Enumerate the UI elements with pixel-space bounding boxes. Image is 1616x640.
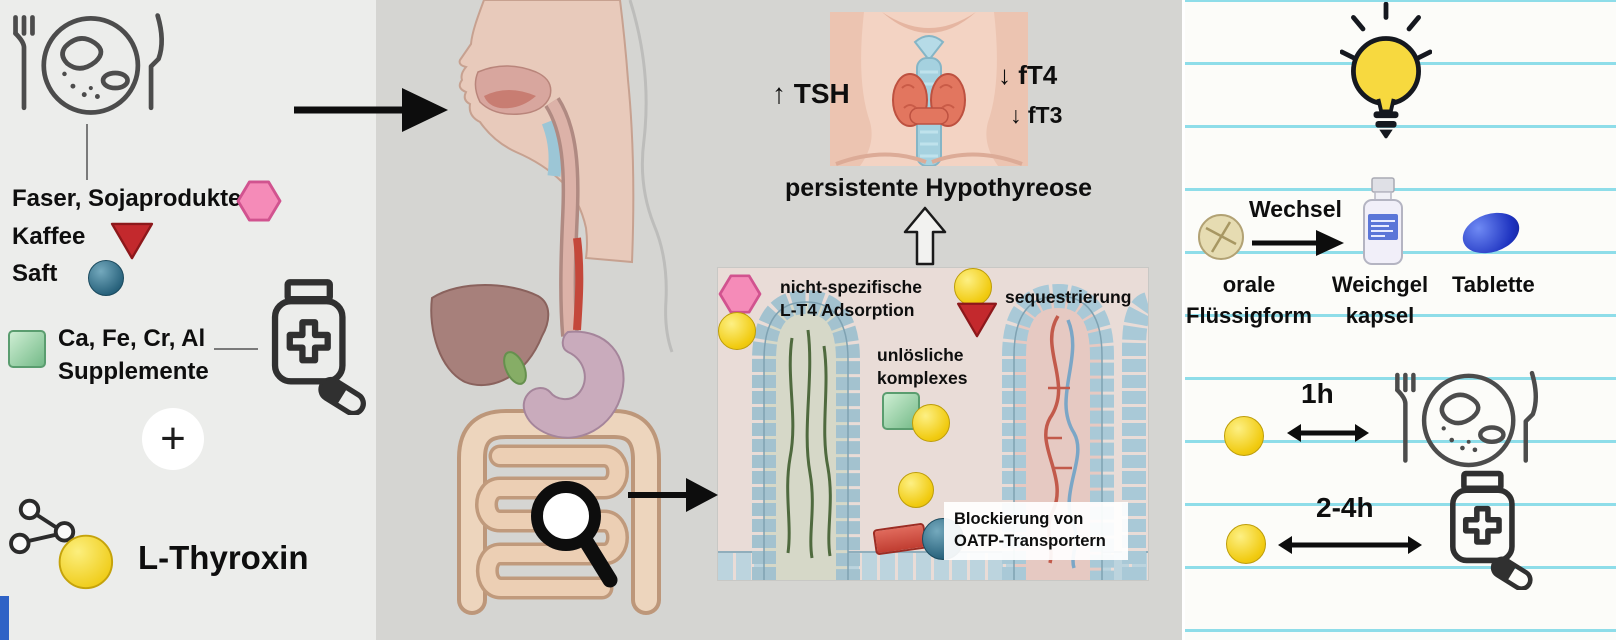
spacing-arrow-icon xyxy=(1278,536,1422,554)
drug-name: L-Thyroxin xyxy=(138,539,309,576)
interval-food-label: 1h xyxy=(1301,378,1334,409)
lt4-token xyxy=(718,312,756,350)
form-softgel-label: Weichgel kapsel xyxy=(1331,272,1429,328)
food-plate-icon xyxy=(1390,366,1542,473)
fiber-soy-hexagon-token xyxy=(236,180,282,222)
spacing-arrow-icon xyxy=(1287,424,1369,442)
adsorption-label: nicht-spezifische L-T4 Adsorption xyxy=(780,277,922,321)
oatp-block-label: Blockierung von OATP-Transportern xyxy=(944,502,1128,560)
corner-accent xyxy=(0,596,9,640)
lightbulb-icon xyxy=(1340,2,1432,146)
diagnosis-label: persistente Hypothyreose xyxy=(785,174,1093,202)
food-plate-icon xyxy=(8,8,168,121)
tsh-value: ↑ TSH xyxy=(772,78,850,109)
lt4-token xyxy=(898,472,934,508)
food-item-label: Saft xyxy=(12,260,58,287)
lt4-token xyxy=(1226,524,1266,564)
connector-line xyxy=(86,124,88,180)
flow-arrow-icon xyxy=(294,88,448,132)
sequestration-label: sequestrierung xyxy=(1005,287,1132,307)
thyroxin-molecule-icon xyxy=(8,492,120,594)
form-tablet-label: Tablette xyxy=(1452,272,1535,297)
up-arrow-icon xyxy=(903,206,947,266)
supplements-label: Ca, Fe, Cr, Al Supplemente xyxy=(58,325,209,386)
scored-tablet-icon xyxy=(1198,214,1244,260)
interval-supplements-label: 2-4h xyxy=(1316,492,1374,523)
ft4-value: ↓ fT4 xyxy=(998,60,1058,90)
supplement-square-token xyxy=(8,330,46,368)
connector-line xyxy=(214,348,258,350)
sequestration-triangle-token xyxy=(956,302,998,338)
switch-arrow-icon xyxy=(1252,230,1344,256)
juice-circle-token xyxy=(88,260,124,296)
liquid-bottle-icon xyxy=(1363,177,1403,265)
food-item-label: Faser, Sojaprodukte xyxy=(12,185,242,212)
lt4-token xyxy=(954,268,992,306)
villi-inset: nicht-spezifische L-T4 Adsorption seques… xyxy=(718,268,1148,580)
form-liquid-label: orale Flüssigform xyxy=(1186,272,1312,328)
pill-bottle-icon xyxy=(256,276,372,415)
complex-square-token xyxy=(882,392,920,430)
magnify-arrow-icon xyxy=(628,478,718,512)
magnifier-icon xyxy=(526,476,626,588)
food-item-label: Kaffee xyxy=(12,223,86,250)
lt4-token xyxy=(1224,416,1264,456)
coffee-triangle-token xyxy=(110,222,154,260)
neck-thyroid-illustration xyxy=(830,12,1028,166)
complexes-label: unlösliche komplexes xyxy=(877,345,968,389)
switch-label: Wechsel xyxy=(1249,196,1342,222)
digestive-tract-illustration xyxy=(430,0,674,615)
pill-bottle-icon xyxy=(1436,468,1538,590)
lt4-token xyxy=(912,404,950,442)
plus-sign: + xyxy=(142,408,204,470)
adsorption-hexagon-token xyxy=(718,274,762,314)
ft3-value: ↓ fT3 xyxy=(1010,102,1063,128)
